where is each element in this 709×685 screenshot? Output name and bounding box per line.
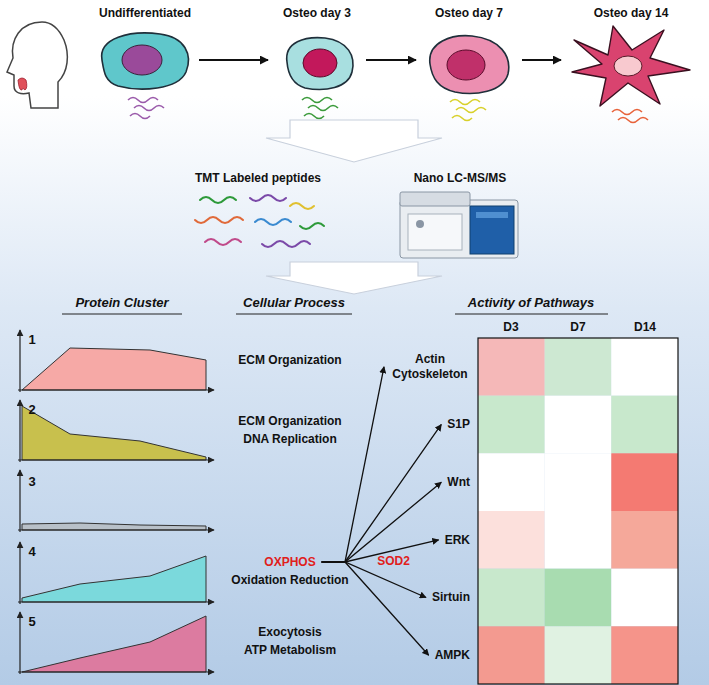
node-text: Undifferentiated (95, 6, 195, 20)
pathway-label: ERK (443, 531, 472, 549)
node-text: Actin Cytoskeleton (390, 352, 470, 381)
pathway-label: Sirtuin (430, 588, 472, 606)
sample-label: TMT Labeled peptides (195, 171, 321, 185)
cluster-number: 3 (28, 474, 35, 490)
connector-arrow (322, 424, 442, 562)
ms-instrument (400, 192, 518, 258)
column-label: D3 (503, 320, 518, 334)
cluster-chart (18, 542, 214, 604)
node-text: Osteo day 3 (272, 6, 362, 20)
cluster-number: 2 (28, 402, 35, 418)
node-text: Sirtuin (432, 590, 470, 604)
column-header: Cellular Process (243, 295, 345, 311)
cluster-number: 4 (28, 544, 35, 560)
process-label: DNA Replication (243, 432, 337, 446)
cell-stage: Osteo day 7 (420, 6, 518, 114)
cluster-chart (18, 330, 214, 392)
edge-label: SOD2 (377, 554, 410, 568)
column-header: Protein Cluster (75, 295, 168, 311)
column-label: D7 (570, 320, 585, 334)
instrument-label: Nano LC-MS/MS (414, 171, 507, 185)
connector-arrow (322, 367, 384, 562)
column-header: Activity of Pathways (468, 295, 594, 311)
cluster-chart (18, 612, 214, 674)
block-arrow (266, 120, 442, 162)
pathway-label: AMPK (433, 646, 472, 664)
cluster-chart (18, 400, 214, 462)
cell-stage: Osteo day 3 (272, 6, 362, 114)
cell-stage: Undifferentiated (95, 6, 195, 114)
process-label: ECM Organization (238, 414, 341, 428)
cell-day14 (572, 26, 690, 123)
head-icon (7, 22, 67, 108)
cluster-number: 5 (28, 614, 35, 630)
process-label: OXPHOS (262, 553, 317, 571)
cell-day7 (430, 36, 509, 121)
process-label: ECM Organization (238, 353, 341, 367)
node-text: S1P (447, 417, 470, 431)
connector-arrow (366, 59, 416, 61)
pathway-label: S1P (445, 415, 472, 433)
cluster-number: 1 (28, 332, 35, 348)
cell-stage: Osteo day 14 (565, 6, 697, 114)
process-label: Oxidation Reduction (231, 573, 348, 587)
heatmap (478, 338, 678, 684)
cluster-chart (18, 470, 214, 532)
node-text: Osteo day 14 (565, 6, 697, 20)
node-text: ERK (445, 533, 470, 547)
process-label: ATP Metabolism (244, 643, 336, 657)
node-text: Wnt (447, 475, 470, 489)
connector-arrow (522, 59, 561, 61)
process-label: Exocytosis (258, 625, 321, 639)
header-underline (62, 314, 608, 315)
connector-arrow (199, 59, 268, 61)
pathway-label: Actin Cytoskeleton (388, 350, 472, 383)
cell-day3 (287, 38, 353, 119)
block-arrow (266, 262, 442, 294)
node-text: AMPK (435, 648, 470, 662)
cell-undifferentiated (102, 33, 189, 118)
peptides (195, 195, 324, 247)
connector-arrow (322, 482, 442, 562)
node-text: Osteo day 7 (420, 6, 518, 20)
column-label: D14 (634, 320, 656, 334)
node-text: OXPHOS (264, 555, 315, 569)
pathway-label: Wnt (445, 473, 472, 491)
